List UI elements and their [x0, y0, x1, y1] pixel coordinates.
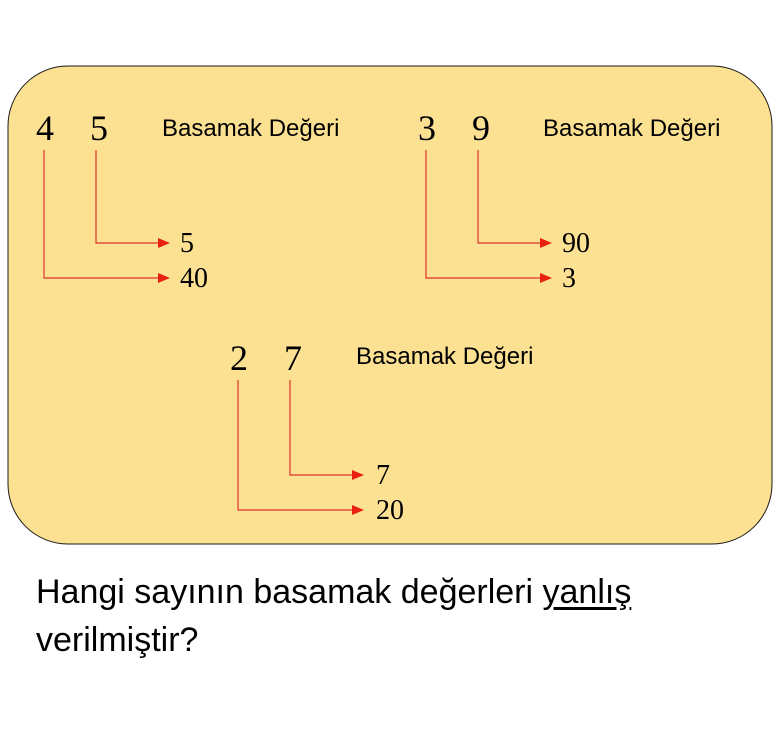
tens-connector-line [237, 380, 352, 511]
ones-connector-line [477, 150, 540, 244]
question-underlined-word: yanlış [542, 573, 632, 611]
place-value-label: Basamak Değeri [356, 343, 533, 370]
tens-arrowhead [352, 505, 364, 515]
ones-arrowhead [158, 238, 170, 248]
tens-place-value: 40 [180, 263, 208, 294]
tens-connector-line [425, 150, 540, 279]
question-text: Hangi sayının basamak değerleri yanlış v… [36, 568, 756, 664]
question-part-1: Hangi sayının basamak değerleri [36, 573, 543, 611]
card-background [7, 65, 773, 545]
tens-digit: 3 [418, 108, 436, 148]
place-value-label: Basamak Değeri [543, 115, 720, 142]
ones-digit: 5 [90, 108, 108, 148]
ones-arrowhead [352, 470, 364, 480]
tens-digit: 2 [230, 338, 248, 378]
place-value-group-3: 2 7 Basamak Değeri 7 20 [230, 338, 533, 526]
ones-place-value: 5 [180, 228, 194, 259]
number-card-diagram: 4 5 Basamak Değeri 5 40 3 9 Basamak Değe… [7, 65, 773, 545]
question-part-2: verilmiştir? [36, 621, 199, 659]
place-value-group-1: 4 5 Basamak Değeri 5 40 [36, 108, 339, 294]
ones-connector-line [289, 380, 352, 476]
place-value-label: Basamak Değeri [162, 115, 339, 142]
ones-connector-line [95, 150, 158, 244]
tens-arrowhead [158, 273, 170, 283]
ones-arrowhead [540, 238, 552, 248]
ones-place-value: 90 [562, 228, 590, 259]
tens-place-value: 3 [562, 263, 576, 294]
tens-arrowhead [540, 273, 552, 283]
ones-digit: 7 [284, 338, 302, 378]
tens-digit: 4 [36, 108, 54, 148]
ones-place-value: 7 [376, 460, 390, 491]
ones-digit: 9 [472, 108, 490, 148]
place-value-group-2: 3 9 Basamak Değeri 90 3 [418, 108, 720, 294]
tens-place-value: 20 [376, 495, 404, 526]
tens-connector-line [43, 150, 158, 279]
